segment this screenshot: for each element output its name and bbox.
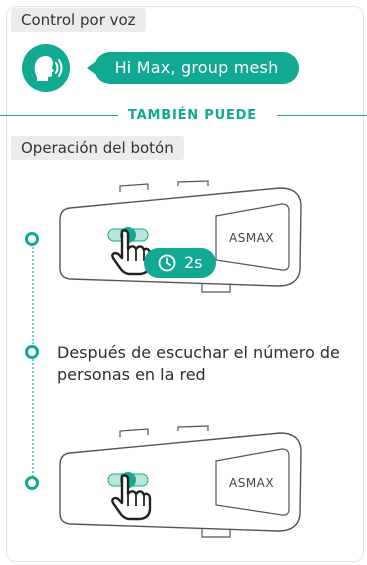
timeline-step-dot [25, 476, 39, 490]
instruction-card [6, 6, 364, 562]
intercom-device-illustration: ASMAX [59, 180, 302, 293]
speaking-head-icon [22, 44, 70, 92]
device-brand-label: ASMAX [229, 231, 274, 245]
device-brand-label: ASMAX [229, 476, 274, 490]
also-possible-divider: TAMBIÉN PUEDE [0, 106, 367, 126]
button-operation-tag: Operación del botón [11, 136, 184, 160]
timeline-connector-top [32, 244, 34, 344]
clock-icon [158, 254, 176, 272]
divider-line-left [0, 115, 118, 116]
step-description: Después de escuchar el número de persona… [57, 343, 340, 384]
voice-command-bubble: Hi Max, group mesh [87, 52, 299, 84]
voice-control-tag: Control por voz [11, 8, 146, 32]
hold-duration-badge: 2s [144, 248, 216, 278]
hold-duration-text: 2s [184, 253, 203, 272]
divider-line-right [277, 115, 367, 116]
intercom-device-illustration: ASMAX [59, 425, 302, 538]
timeline-step-dot [25, 232, 39, 246]
timeline-step-dot [25, 345, 39, 359]
divider-label: TAMBIÉN PUEDE [128, 108, 257, 123]
timeline-connector-bottom [32, 356, 34, 480]
hand-pointer-icon [111, 474, 152, 521]
